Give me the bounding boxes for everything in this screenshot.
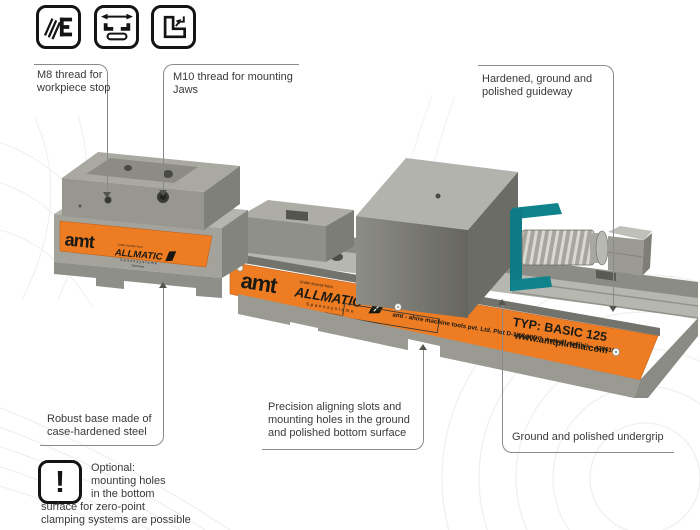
optional-note-line: mounting holes <box>91 475 166 487</box>
leader-arrow-undergrip <box>498 299 506 305</box>
leader-line-slots <box>423 350 424 392</box>
m8-hole <box>104 196 112 204</box>
leader-arrow-m10 <box>159 190 167 196</box>
callout-text-line: M10 thread for mounting <box>173 71 293 83</box>
callout-text-line: Ground and polished undergrip <box>512 431 664 443</box>
jaw-travel-adjustment-icon <box>100 13 133 41</box>
callout-m8-thread: M8 thread for workpiece stop <box>34 64 111 110</box>
callout-text-line: Robust base made of <box>47 413 152 425</box>
callout-m10-thread: M10 thread for mounting Jaws <box>163 64 299 112</box>
allmatic-flag-small-icon <box>165 251 177 262</box>
leader-line-undergrip <box>502 305 503 424</box>
left-vise-body: amt Under license from ALLMATIC Spannsys… <box>54 152 248 298</box>
leader-line-base <box>163 288 164 390</box>
callout-text-line: polished guideway <box>482 86 573 98</box>
optional-note-beside-text: Optional: mounting holes in the bottom <box>91 462 166 501</box>
leader-line-m8 <box>107 110 108 192</box>
optional-note-line: Optional: <box>91 462 136 474</box>
callout-text-line: workpiece stop <box>37 82 111 94</box>
feature-icon-jaw-travel <box>94 5 139 49</box>
warning-exclamation-icon: ! <box>38 460 82 504</box>
callout-text-line: mounting holes in the ground <box>268 414 410 426</box>
callout-text-line: Jaws <box>173 84 199 96</box>
main-label-logo: amt <box>239 268 280 299</box>
optional-note-line: surface for zero-point <box>41 501 145 513</box>
main-label-country: Germany <box>324 310 341 318</box>
optional-note-below-text: surface for zero-point clamping systems … <box>41 501 191 527</box>
leader-arrow-guideway <box>609 306 617 312</box>
fixed-jaw <box>240 200 354 262</box>
leader-line-m10 <box>163 112 164 190</box>
loose-jaw-block <box>62 152 240 230</box>
left-label-license: Under license from <box>117 242 143 248</box>
spindle-screw <box>521 226 652 276</box>
callout-text-line: case-hardened steel <box>47 426 147 438</box>
leader-arrow-slots <box>419 344 427 350</box>
leader-line-guideway <box>613 112 614 306</box>
leader-arrow-base <box>159 282 167 288</box>
optional-note-line: clamping systems are possible <box>41 514 191 526</box>
left-label-country: Germany <box>131 263 144 268</box>
callout-aligning-slots: Precision aligning slots and mounting ho… <box>262 392 424 450</box>
fixed-jaw-clamping-icon <box>43 17 72 40</box>
feature-icon-workpiece-stop <box>151 5 196 49</box>
serial-frame <box>341 302 440 334</box>
left-label-logo: amt <box>64 229 96 252</box>
leader-arrow-m8 <box>103 192 111 198</box>
feature-icon-clamping <box>36 5 81 49</box>
main-orange-label: amt Under license from ALLMATIC Spannsys… <box>229 261 659 381</box>
main-vise-body: amt Under license from ALLMATIC Spannsys… <box>229 158 699 398</box>
left-label-subbrand: Spannsysteme <box>120 258 158 266</box>
left-orange-label: amt Under license from ALLMATIC Spannsys… <box>59 220 213 269</box>
callout-guideway: Hardened, ground and polished guideway <box>478 65 614 112</box>
callout-text-line: Hardened, ground and <box>482 73 593 85</box>
main-label-license: Under license from <box>299 279 334 289</box>
left-label-brand: ALLMATIC <box>113 247 163 263</box>
callout-text-line: and polished bottom surface <box>268 427 407 439</box>
hex-head <box>608 226 652 240</box>
callout-robust-base: Robust base made of case-hardened steel <box>40 390 164 446</box>
exclamation-glyph: ! <box>54 464 66 499</box>
callout-text-line: M8 thread for <box>37 69 103 81</box>
workpiece-stop-corner-icon <box>163 15 186 39</box>
callout-undergrip: Ground and polished undergrip <box>502 424 674 453</box>
clamp-bracket <box>510 203 562 291</box>
movable-jaw <box>356 158 518 318</box>
optional-note-line: in the bottom <box>91 488 155 500</box>
callout-text-line: Precision aligning slots and <box>268 401 402 413</box>
